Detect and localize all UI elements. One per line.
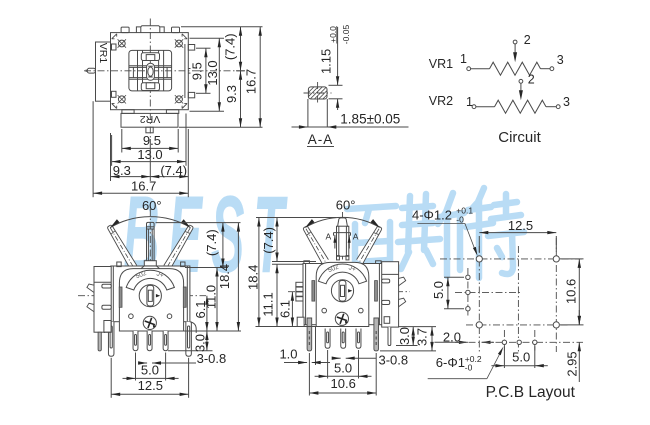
svg-text:9.3: 9.3 (224, 85, 239, 103)
svg-text:5.0: 5.0 (431, 281, 446, 299)
svg-text:10.6: 10.6 (563, 279, 578, 304)
svg-text:A: A (325, 232, 331, 242)
svg-text:1.85±0.05: 1.85±0.05 (340, 111, 400, 126)
svg-text:2.0: 2.0 (443, 329, 461, 344)
svg-text:-0.05: -0.05 (341, 25, 351, 45)
svg-text:P.C.B Layout: P.C.B Layout (486, 384, 576, 401)
svg-text:502: 502 (327, 264, 340, 275)
svg-text:-0: -0 (465, 363, 473, 373)
svg-text:9.3: 9.3 (113, 163, 131, 178)
svg-text:A: A (353, 232, 359, 242)
svg-text:1.15: 1.15 (319, 49, 334, 74)
svg-text:J+: J+ (348, 264, 357, 273)
svg-text:1.0: 1.0 (279, 347, 297, 362)
svg-text:10.6: 10.6 (331, 376, 356, 391)
svg-text:12.5: 12.5 (508, 218, 533, 233)
svg-text:(7.4): (7.4) (223, 33, 238, 60)
svg-text:+0.1: +0.1 (456, 206, 473, 216)
svg-text:VR1: VR1 (429, 57, 453, 71)
svg-text:3.0: 3.0 (397, 327, 412, 345)
svg-text:502: 502 (135, 270, 148, 281)
svg-text:6.1: 6.1 (193, 300, 208, 318)
svg-text:13.0: 13.0 (205, 60, 220, 85)
svg-text:60°: 60° (336, 197, 356, 212)
svg-text:2: 2 (524, 33, 531, 47)
svg-text:3.7: 3.7 (414, 328, 429, 346)
svg-text:5.0: 5.0 (334, 361, 352, 376)
svg-text:18.4: 18.4 (246, 265, 261, 290)
svg-text:J+: J+ (155, 271, 164, 280)
svg-text:16.7: 16.7 (131, 178, 156, 193)
svg-text:VR2: VR2 (429, 94, 453, 108)
svg-text:2.95: 2.95 (564, 351, 579, 376)
svg-text:18.4: 18.4 (217, 264, 232, 289)
svg-text:1: 1 (460, 52, 467, 66)
svg-text:+0.0: +0.0 (328, 26, 338, 43)
svg-text:9.5: 9.5 (143, 133, 161, 148)
svg-text:(7.4): (7.4) (204, 229, 219, 256)
svg-text:-0: -0 (456, 214, 464, 224)
svg-text:16.7: 16.7 (243, 69, 258, 94)
svg-text:+0.2: +0.2 (465, 354, 482, 364)
svg-text:1: 1 (466, 95, 473, 109)
svg-text:60°: 60° (142, 198, 162, 213)
svg-text:5.0: 5.0 (512, 350, 530, 365)
svg-text:(7.4): (7.4) (160, 163, 187, 178)
svg-text:3: 3 (557, 53, 564, 67)
svg-text:VR2: VR2 (140, 113, 161, 125)
svg-text:(7.4): (7.4) (261, 227, 276, 254)
svg-text:Circuit: Circuit (498, 129, 541, 146)
svg-text:3-0.8: 3-0.8 (379, 353, 409, 368)
svg-text:A-A: A-A (308, 132, 334, 147)
svg-text:5.0: 5.0 (141, 363, 159, 378)
svg-text:3: 3 (563, 95, 570, 109)
svg-text:12.5: 12.5 (138, 378, 163, 393)
svg-text:3.0: 3.0 (193, 334, 208, 352)
svg-text:6-Φ1: 6-Φ1 (436, 355, 465, 370)
svg-text:4-Φ1.2: 4-Φ1.2 (412, 208, 452, 223)
svg-text:6.1: 6.1 (277, 300, 292, 318)
svg-text:VR1: VR1 (97, 43, 109, 64)
svg-text:2: 2 (528, 73, 535, 87)
svg-text:11.1: 11.1 (260, 292, 275, 316)
svg-text:3-0.8: 3-0.8 (197, 351, 227, 366)
